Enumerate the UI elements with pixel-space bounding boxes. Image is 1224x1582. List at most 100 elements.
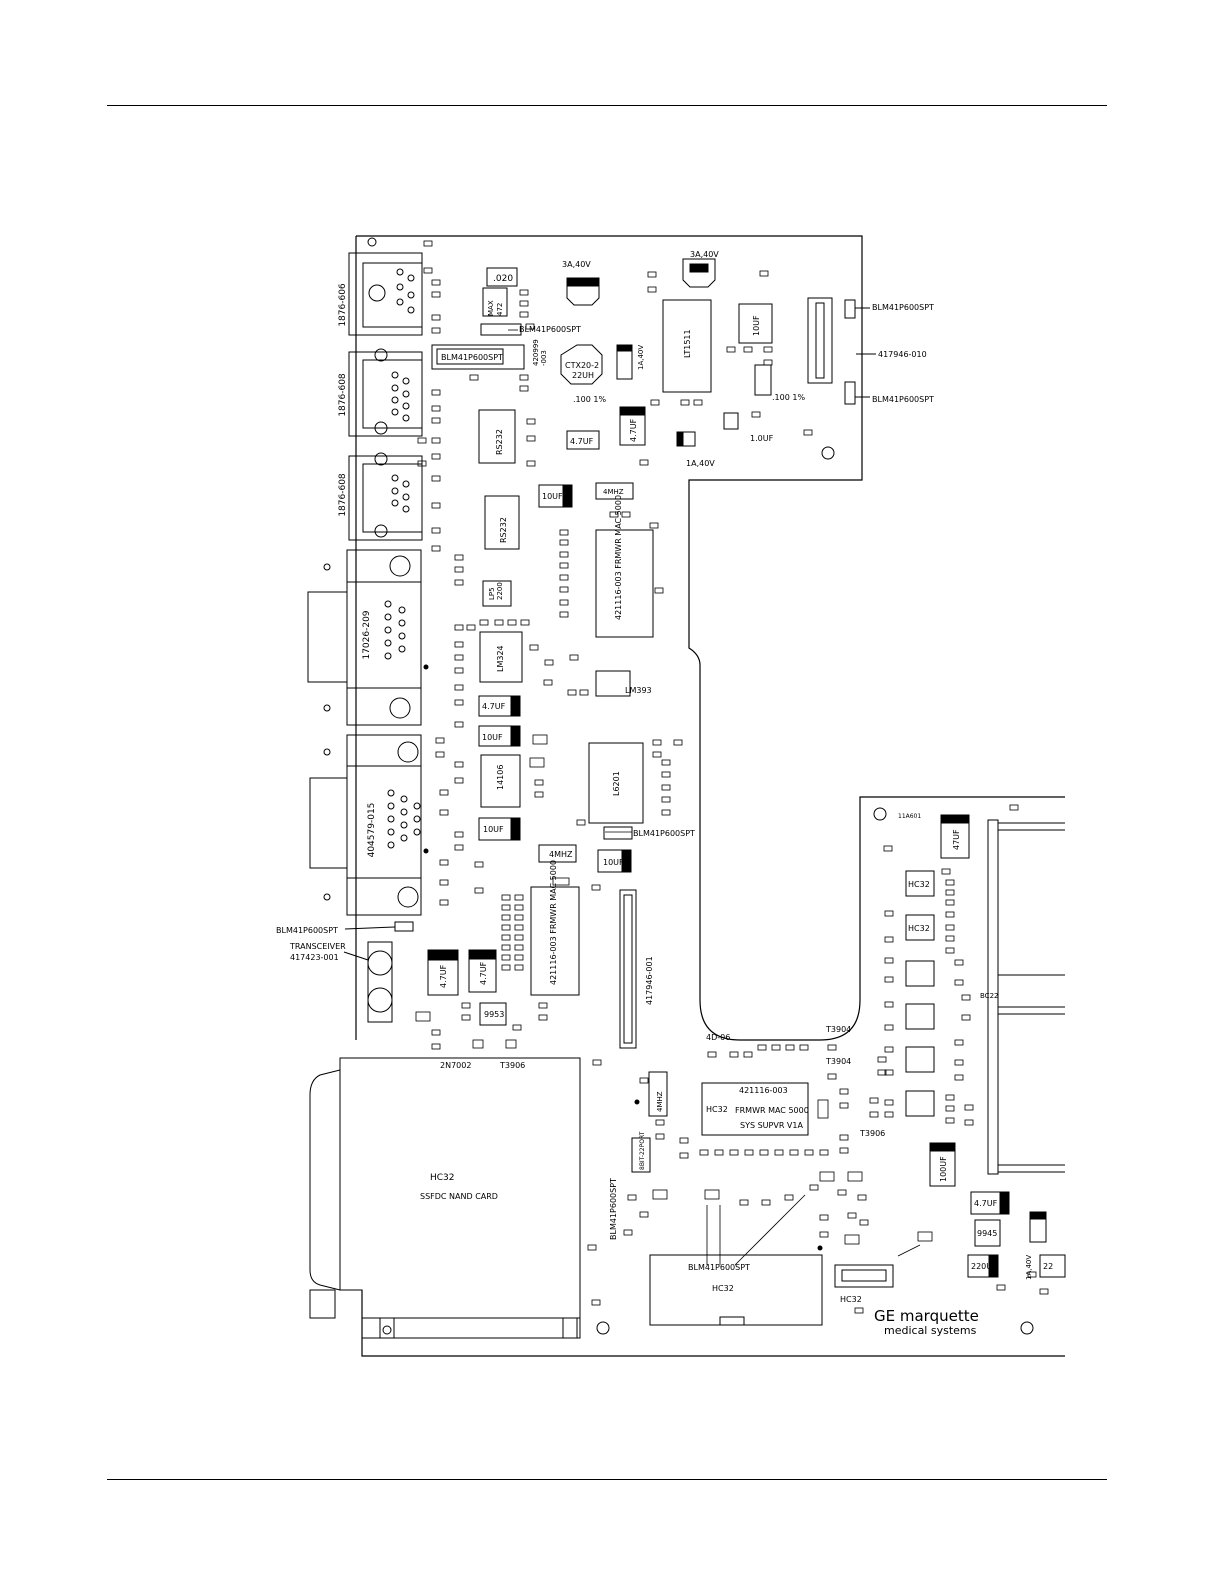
mounting-hole	[821, 446, 835, 460]
silkscreen-label: LP5	[488, 587, 496, 600]
silkscreen-label: 420999	[532, 339, 540, 366]
mounting-hole	[367, 237, 377, 247]
silkscreen-label: 421116-003 FRMWR MAC 5000	[549, 860, 558, 985]
header-rule	[107, 105, 1107, 106]
connector-label: 1876-608	[338, 473, 348, 517]
mounting-holes	[367, 237, 1034, 1335]
silkscreen-label: 100UF	[939, 1156, 948, 1182]
silkscreen-label: BLM41P600SPT	[872, 303, 934, 312]
silkscreen-label: BLM41P600SPT	[609, 1178, 618, 1240]
silkscreen-label: 1A,40V	[637, 345, 645, 370]
silkscreen-label: LT1511	[683, 329, 692, 358]
connector-label: 17026-209	[362, 610, 372, 659]
silkscreen-label: HC32	[706, 1105, 728, 1114]
rj-connector-1	[348, 252, 423, 336]
silkscreen-label: 4MHZ	[656, 1091, 664, 1112]
silkscreen-label: .020	[493, 274, 513, 284]
silkscreen-label: BLM41P600SPT	[872, 395, 934, 404]
silkscreen-label: 47UF	[952, 829, 961, 850]
silkscreen-label: T3904	[825, 1025, 851, 1034]
silkscreen-label: T3906	[499, 1061, 525, 1070]
mounting-hole	[1020, 1321, 1034, 1335]
silkscreen-label: T3904	[825, 1057, 851, 1066]
silkscreen-label: .100 1%	[772, 393, 805, 402]
silkscreen-label: 4MHZ	[603, 488, 624, 496]
silkscreen-label: 10UF	[752, 315, 761, 336]
silkscreen-label: 1A,40V	[1025, 1255, 1033, 1280]
silkscreen-label: 1.0UF	[750, 434, 774, 443]
connector-label: 404579-015	[367, 803, 377, 858]
footer-rule	[107, 1479, 1107, 1480]
silkscreen-label: SYS SUPVR V1A	[740, 1121, 803, 1130]
main-board-outline	[355, 235, 1065, 1357]
silkscreen-label: 472	[496, 303, 504, 316]
silkscreen-label: 421116-003 FRMWR MAC 5000	[614, 495, 623, 620]
silkscreen-label: 10UF	[542, 492, 563, 501]
silkscreen-label: 4.7UF	[974, 1199, 998, 1208]
silkscreen-label: 417946-010	[878, 350, 927, 359]
silkscreen-label: 1A,40V	[686, 459, 715, 468]
silkscreen-label: FRMWR MAC 5000	[735, 1106, 809, 1115]
rj-connector-2	[348, 348, 423, 437]
silkscreen-label: 9945	[977, 1229, 997, 1238]
mounting-hole	[596, 1321, 610, 1335]
dsub-connector-2	[309, 734, 422, 916]
nand-card-pn: HC32	[430, 1173, 455, 1183]
silkscreen-label: LM324	[496, 645, 505, 672]
silkscreen-label: 22UH	[572, 371, 594, 380]
silkscreen-label: 8BIT-22PORT	[639, 1131, 646, 1170]
silkscreen-label: MAX	[487, 300, 495, 316]
silkscreen-label: 4.7UF	[570, 437, 594, 446]
dsub-connector-1	[307, 549, 422, 726]
smd-pads	[415, 240, 1049, 1314]
silkscreen-label: L6201	[612, 771, 621, 796]
silkscreen-label: BLM41P600SPT	[633, 829, 695, 838]
silkscreen-label: HC32	[908, 924, 930, 933]
leader-lines	[508, 329, 921, 1266]
component-group-right: 47UF HC32 HC32 BC22 100UF 4.7UF 9945 220…	[898, 813, 1066, 1280]
fiducials	[423, 664, 823, 1251]
silkscreen-label: 11A601	[898, 813, 921, 820]
silkscreen-label: BLM41P600SPT	[688, 1263, 750, 1272]
silkscreen-label: 14106	[496, 765, 505, 790]
silkscreen-label: 22	[1043, 1262, 1053, 1271]
connector-label: 1876-608	[338, 373, 348, 417]
silkscreen-label: 4MHZ	[549, 850, 573, 859]
component-group-bottom-center: 4MHZ HC32 421116-003 FRMWR MAC 5000 SYS …	[609, 1025, 979, 1337]
logo-line1: GE marquette	[874, 1307, 979, 1325]
silkscreen-label: 10UF	[482, 733, 503, 742]
nand-card-socket: HC32 SSFDC NAND CARD	[309, 1057, 581, 1339]
silkscreen-label: 4.7UF	[482, 702, 506, 711]
silkscreen-label: RS232	[495, 429, 504, 455]
silkscreen-label: BLM41P600SPT	[441, 353, 503, 362]
silkscreen-label: LM393	[625, 686, 652, 695]
rj-connector-3	[348, 452, 423, 541]
silkscreen-label: 9953	[484, 1010, 504, 1019]
silkscreen-label: HC32	[712, 1284, 734, 1293]
silkscreen-label: 4D-06	[706, 1033, 730, 1042]
silkscreen-label: T3906	[859, 1129, 885, 1138]
mounting-hole	[873, 807, 887, 821]
component-group-top: .020 MAX 472 BLM41P600SPT BLM41P600SPT 4…	[431, 250, 934, 468]
silkscreen-label: RS232	[499, 517, 508, 543]
silkscreen-label: 2200	[496, 582, 504, 600]
silkscreen-label: 417423-001	[290, 953, 339, 962]
silkscreen-label: .100 1%	[573, 395, 606, 404]
silkscreen-label: CTX20-2	[565, 361, 599, 370]
silkscreen-label: BC22	[980, 992, 998, 1000]
component-group-left: RS232 RS232 10UF 4MHZ 421116-003 FRMWR M…	[276, 409, 695, 1070]
logo-line2: medical systems	[884, 1324, 977, 1337]
silkscreen-label: BLM41P600SPT	[276, 926, 338, 935]
silkscreen-label: 421116-003	[739, 1086, 788, 1095]
silkscreen-label: HC32	[840, 1295, 862, 1304]
silkscreen-label: 4.7UF	[439, 964, 448, 988]
nand-card-name: SSFDC NAND CARD	[420, 1192, 498, 1201]
silkscreen-label: 4.7UF	[479, 961, 488, 985]
silkscreen-label: TRANSCEIVER	[289, 942, 346, 951]
silkscreen-label: 4.7UF	[629, 418, 638, 442]
silkscreen-label: 220UF	[971, 1262, 997, 1271]
silkscreen-label: 10UF	[483, 825, 504, 834]
silkscreen-label: 3A,40V	[562, 260, 591, 269]
mounting-hole	[382, 1325, 392, 1335]
